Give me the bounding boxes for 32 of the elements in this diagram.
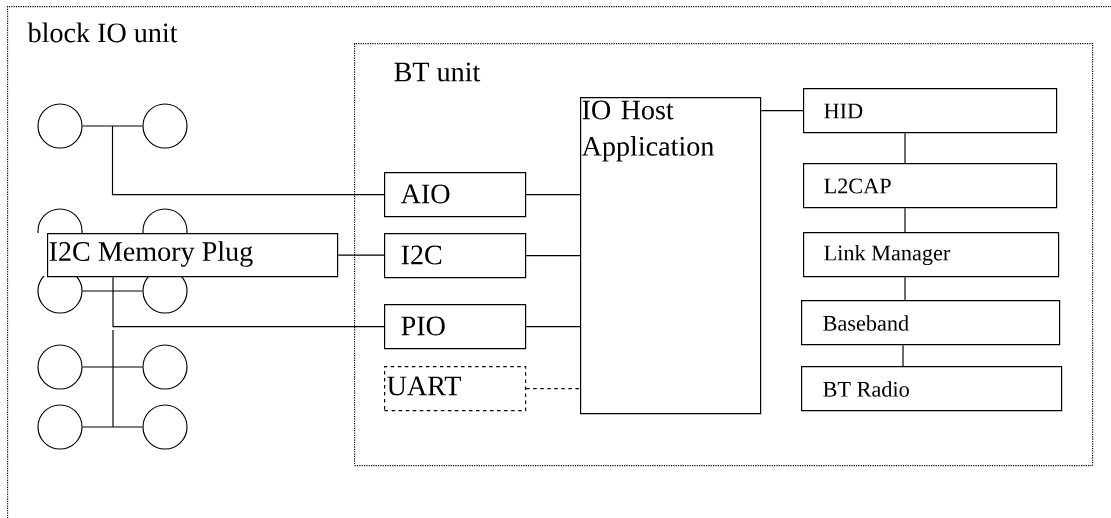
connector-circle [37, 404, 83, 450]
connector-line [525, 326, 581, 328]
connector-line [760, 110, 804, 112]
interface-box: I2C [384, 233, 527, 279]
connector-circle [37, 344, 83, 390]
connector-line [525, 194, 581, 196]
connector-line [902, 344, 904, 367]
plug-box: I2C Memory Plug [47, 233, 339, 278]
connector-circle [142, 404, 188, 450]
connector-line [82, 366, 143, 368]
connector-line [904, 276, 906, 301]
connector-line [82, 426, 143, 428]
connector-line [337, 254, 385, 256]
layer-box: HID [803, 88, 1058, 134]
interface-box: AIO [384, 172, 527, 218]
interface-box: UART [384, 366, 527, 412]
connector-line [904, 132, 906, 164]
connector-line [525, 255, 581, 257]
host-box: IO Host Application [580, 97, 762, 415]
layer-box: L2CAP [803, 163, 1058, 209]
connector-circle [142, 344, 188, 390]
connector-circle [142, 103, 188, 149]
connector-line [111, 125, 385, 196]
interface-box: PIO [384, 304, 527, 350]
connector-circle [37, 103, 83, 149]
connector-line [82, 290, 143, 292]
connector-line [82, 125, 143, 127]
layer-box: Baseband [801, 300, 1061, 346]
layer-box: BT Radio [801, 366, 1063, 412]
connector-line [904, 207, 906, 233]
layer-box: Link Manager [803, 232, 1060, 278]
connector-line [112, 276, 385, 328]
